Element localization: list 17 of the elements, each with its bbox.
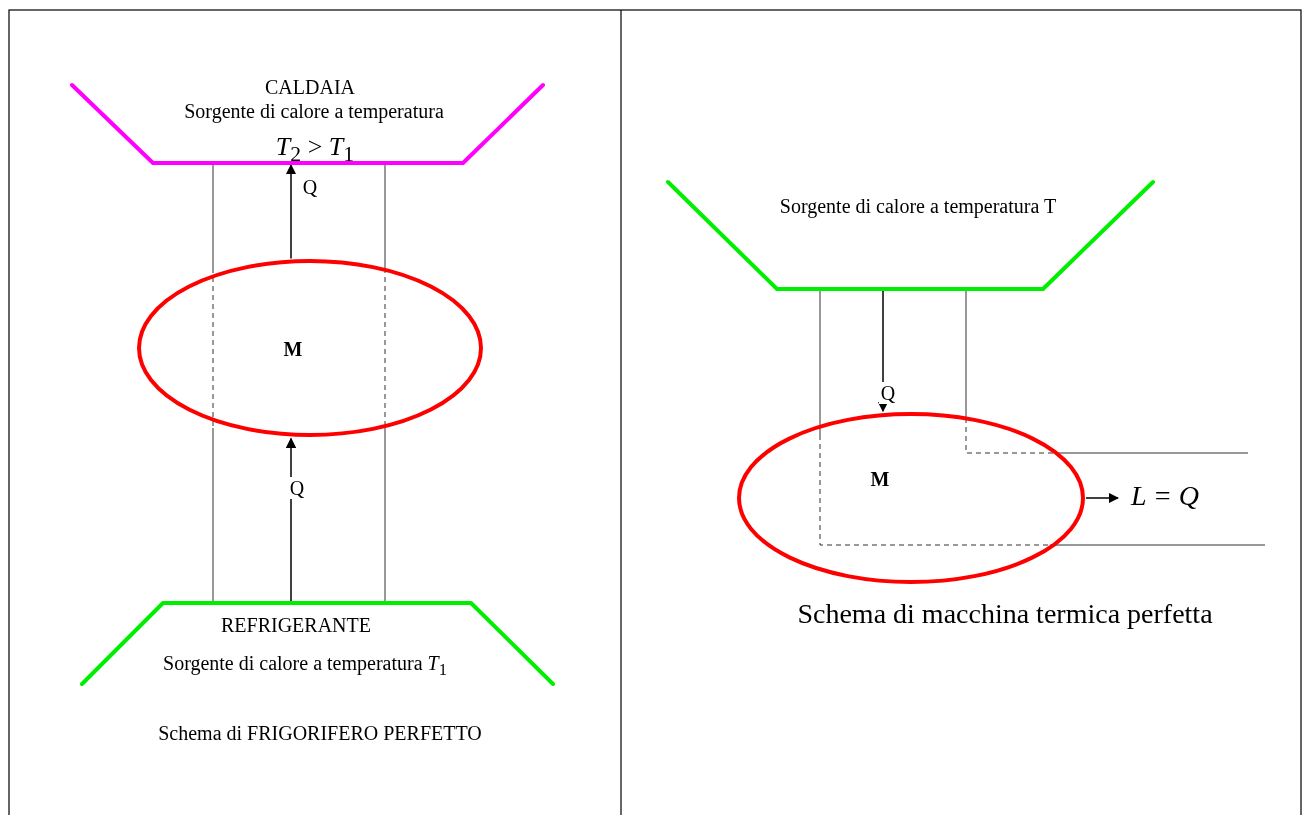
arrow xyxy=(1085,492,1120,504)
source-description: Sorgente di calore a temperatura T$_{1}$ xyxy=(163,651,447,681)
arrow xyxy=(285,163,297,260)
heat-label: Q xyxy=(878,381,898,404)
temperature-condition: T$_{2}$ > T$_{1}$ xyxy=(275,131,355,169)
arrow xyxy=(285,437,297,603)
heat-label: Q xyxy=(287,477,307,500)
source-name: CALDAIA xyxy=(265,75,355,100)
machine-label: M xyxy=(283,337,303,362)
source-name: REFRIGERANTE xyxy=(221,613,371,638)
source-description: Sorgente di calore a temperatura T xyxy=(779,194,1057,219)
work-equation: L = Q xyxy=(1130,479,1200,513)
source-description: Sorgente di calore a temperatura xyxy=(184,99,444,124)
diagram-caption: Schema di FRIGORIFERO PERFETTO xyxy=(158,722,482,745)
machine-label: M xyxy=(870,467,890,492)
arrow xyxy=(877,289,889,413)
diagram-caption: Schema di macchina termica perfetta xyxy=(797,598,1213,630)
